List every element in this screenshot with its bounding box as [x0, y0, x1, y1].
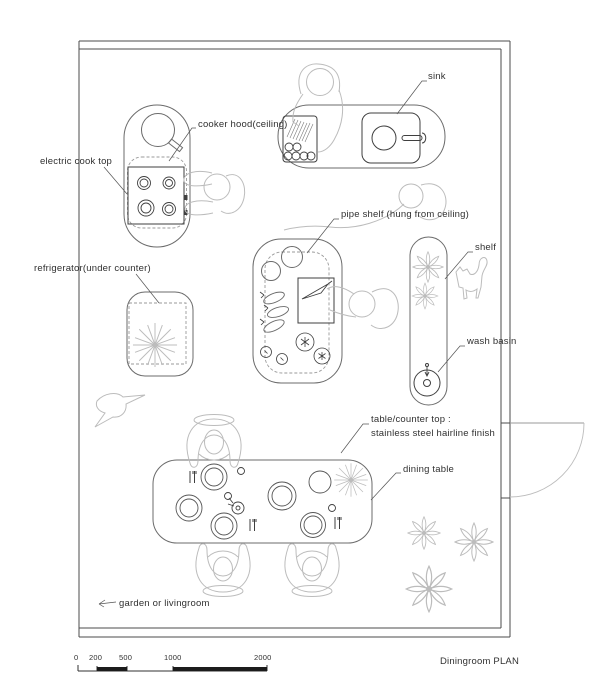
- person-chopping: [326, 286, 399, 329]
- leader-table-counter: [340, 423, 369, 454]
- sink-basin: [361, 112, 421, 164]
- cups: [224, 467, 336, 512]
- pan-handle: [167, 138, 184, 153]
- cutlery: [189, 471, 342, 531]
- bird: [94, 393, 146, 428]
- sink-counter: [277, 104, 446, 169]
- scale-tick-200: 200: [89, 653, 102, 662]
- burners: [137, 176, 176, 217]
- scale-bar-segments: [97, 667, 267, 671]
- label-refrigerator: refrigerator(under counter): [34, 263, 151, 274]
- scale-tick-1000: 1000: [164, 653, 182, 662]
- knife: [301, 280, 333, 300]
- label-electric-cook-top: electric cook top: [40, 156, 112, 167]
- scale-tick-0: 0: [74, 653, 78, 662]
- label-pipe-shelf: pipe shelf (hung from ceiling): [341, 209, 469, 220]
- scale-tick-500: 500: [119, 653, 132, 662]
- pipe-shelf-outline: [264, 251, 330, 374]
- sink-drain: [371, 125, 397, 151]
- cook-counter: [123, 104, 191, 248]
- refrigerator-counter: [126, 291, 194, 377]
- leader-wash-basin: [437, 345, 465, 373]
- text-labels: sink cooker hood(ceiling) electric cook …: [34, 71, 519, 667]
- board-hatching: [286, 118, 314, 143]
- leader-shelf: [444, 251, 473, 280]
- dining-table: [152, 459, 373, 544]
- scale-tick-2000: 2000: [254, 653, 272, 662]
- leader-refrigerator: [135, 273, 160, 304]
- frying-pan: [141, 113, 175, 147]
- bowl: [308, 470, 332, 494]
- wash-basin: [413, 363, 441, 397]
- refrigerator-outline: [128, 302, 187, 365]
- plates: [175, 463, 332, 540]
- table-plant: [333, 462, 369, 498]
- label-cooker-hood: cooker hood(ceiling): [198, 119, 288, 130]
- person-standing: [283, 183, 447, 231]
- leader-lines: [98, 80, 473, 608]
- label-dining-table: dining table: [403, 464, 454, 475]
- label-garden: garden or livingroom: [119, 598, 210, 609]
- label-table-counter-1: table/counter top :: [371, 414, 451, 425]
- prep-board: [297, 277, 335, 324]
- faucet: [401, 132, 427, 144]
- vegetables: [259, 291, 290, 333]
- pot: [261, 261, 281, 281]
- electric-cooktop: [127, 166, 185, 225]
- flower: [411, 282, 439, 310]
- leader-dining-table: [370, 472, 401, 501]
- shelf-counter: [409, 236, 448, 406]
- kitchen-island: [252, 238, 343, 384]
- cooker-hood-outline: [127, 156, 187, 229]
- plan-title: Diningroom PLAN: [440, 656, 519, 667]
- pot: [281, 246, 303, 268]
- scale-bar: 0 200 500 1000 2000: [74, 653, 272, 672]
- label-sink: sink: [428, 71, 446, 82]
- room-walls: [78, 40, 511, 638]
- cooktop-knobs: [183, 195, 188, 215]
- leader-sink: [396, 80, 427, 115]
- person-washing: [292, 63, 344, 153]
- food-pieces: [283, 142, 316, 161]
- flower: [454, 522, 494, 562]
- flower: [407, 516, 441, 550]
- oil-lamp: [227, 497, 245, 515]
- flower: [405, 565, 453, 613]
- diner-top: [186, 414, 242, 468]
- leader-cooker-hood: [168, 127, 196, 162]
- label-shelf: shelf: [475, 242, 496, 253]
- leader-pipe-shelf: [306, 218, 339, 254]
- small-bowls: [260, 346, 288, 365]
- sliced-vegetable: [295, 332, 331, 365]
- plant: [132, 322, 178, 368]
- cutting-board: [282, 115, 318, 163]
- diner-bottom-right: [284, 543, 340, 597]
- leader-electric-cooktop: [103, 166, 128, 195]
- label-wash-basin: wash basin: [466, 336, 517, 347]
- door-swing: [509, 422, 585, 498]
- cat: [455, 257, 488, 300]
- diner-bottom-left: [195, 543, 251, 597]
- person-cooking: [183, 170, 246, 216]
- flower: [412, 251, 444, 283]
- garden-arrow: [98, 599, 117, 608]
- label-table-counter-2: stainless steel hairline finish: [371, 428, 495, 439]
